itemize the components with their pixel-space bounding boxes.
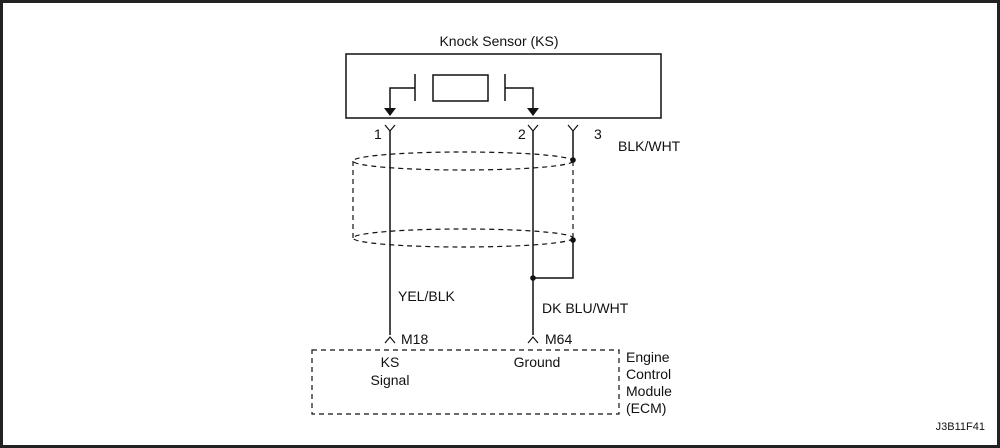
ecm-ground-label: Ground bbox=[514, 354, 561, 370]
pin3-label: 3 bbox=[594, 126, 602, 142]
ecm-pin-m64-connector bbox=[527, 336, 539, 344]
pin1-label: 1 bbox=[374, 126, 382, 142]
pin2-connector bbox=[527, 124, 539, 132]
signal-wire-color: YEL/BLK bbox=[398, 288, 455, 304]
module-label-line3: Module bbox=[626, 383, 672, 399]
shield-junction-bottom bbox=[570, 237, 576, 243]
piezo-element-symbol bbox=[384, 74, 539, 116]
ecm-signal-label-line2: Signal bbox=[371, 372, 410, 388]
module-label-line4: (ECM) bbox=[626, 400, 666, 416]
ecm-pin-m18-label: M18 bbox=[401, 331, 428, 347]
pin3-connector bbox=[567, 124, 579, 132]
figure-code: J3B11F41 bbox=[936, 421, 985, 433]
ecm-pin-m18-connector bbox=[384, 336, 396, 344]
ecm-signal-label-line1: KS bbox=[381, 354, 400, 370]
shield-ground-jumper bbox=[533, 240, 574, 279]
module-label-line1: Engine bbox=[626, 349, 670, 365]
pin1-connector bbox=[384, 124, 396, 132]
cable-shield bbox=[352, 151, 574, 248]
ecm-pin-m64-label: M64 bbox=[545, 331, 572, 347]
ecm-box bbox=[311, 349, 620, 415]
module-label-line2: Control bbox=[626, 366, 671, 382]
sensor-title: Knock Sensor (KS) bbox=[439, 33, 558, 49]
pin2-label: 2 bbox=[518, 126, 526, 142]
ground-splice bbox=[530, 275, 536, 281]
ground-wire-color: DK BLU/WHT bbox=[542, 300, 629, 316]
pin3-wire-color: BLK/WHT bbox=[618, 138, 681, 154]
sensor-box bbox=[345, 53, 662, 119]
